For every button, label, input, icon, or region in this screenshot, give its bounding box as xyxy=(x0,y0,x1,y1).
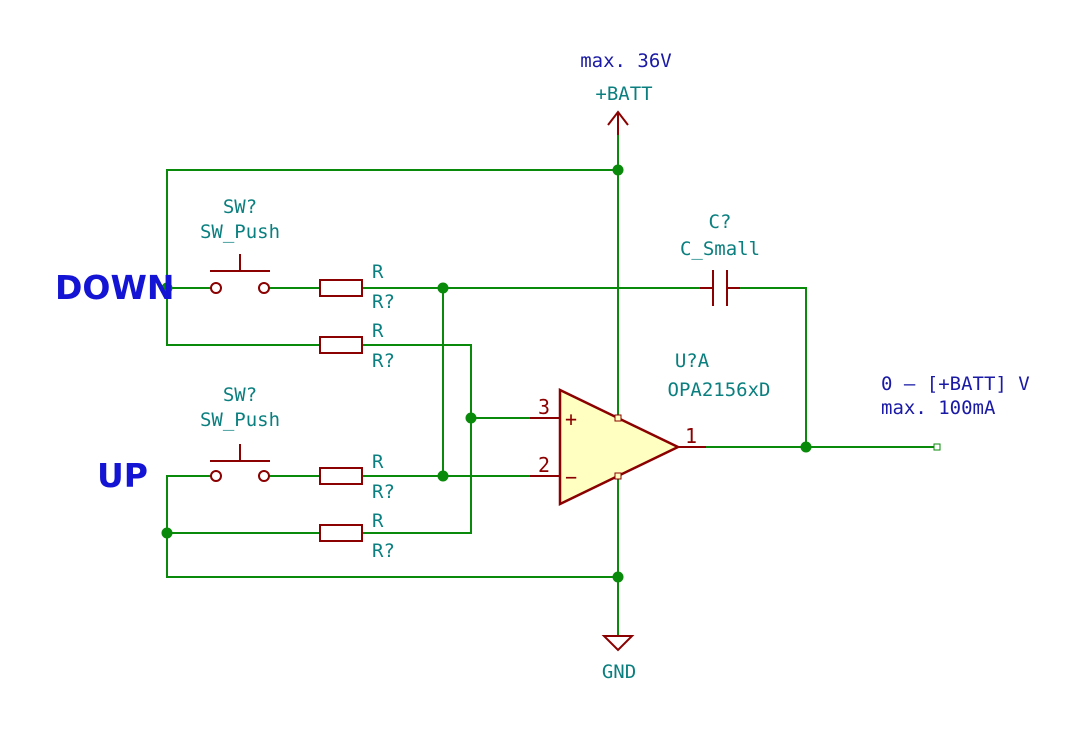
junction-dot xyxy=(612,164,624,176)
pin-number: 2 xyxy=(538,453,550,477)
switch-value: SW_Push xyxy=(200,221,280,243)
gnd-label: GND xyxy=(602,661,636,683)
max-voltage-note: max. 36V xyxy=(580,50,672,72)
junction-dot xyxy=(612,571,624,583)
resistor-value: R xyxy=(372,451,384,473)
gnd-symbol xyxy=(601,635,635,652)
junction-dot xyxy=(437,470,449,482)
opamp-ref: U?A xyxy=(675,350,710,372)
switch-ref: SW? xyxy=(223,196,257,218)
switch-up xyxy=(210,444,270,482)
switch-value: SW_Push xyxy=(200,409,280,431)
minus-sign: − xyxy=(565,465,577,489)
capacitor-value: C_Small xyxy=(680,238,760,260)
resistor-ref: R? xyxy=(372,291,395,313)
switch-down xyxy=(210,254,270,294)
resistor-value: R xyxy=(372,510,384,532)
power-pin-marker xyxy=(614,472,622,480)
capacitor xyxy=(700,270,740,306)
resistor-4 xyxy=(319,524,363,542)
junction-dot xyxy=(437,282,449,294)
resistor-ref: R? xyxy=(372,350,395,372)
opamp xyxy=(530,388,706,506)
junction-dot xyxy=(161,282,173,294)
junction-dot xyxy=(465,412,477,424)
resistor-value: R xyxy=(372,320,384,342)
resistor-2 xyxy=(319,336,363,354)
resistor-3 xyxy=(319,467,363,485)
power-pin-marker xyxy=(614,414,622,422)
resistors xyxy=(319,279,363,542)
switch-ref: SW? xyxy=(223,384,257,406)
wires xyxy=(166,124,936,637)
output-range-note: 0 – [+BATT] V xyxy=(881,373,1030,395)
output-terminal xyxy=(933,443,941,451)
resistor-value: R xyxy=(372,261,384,283)
resistor-1 xyxy=(319,279,363,297)
junction-dot xyxy=(800,441,812,453)
up-net-label: UP xyxy=(97,456,148,495)
junction-dot xyxy=(161,527,173,539)
batt-power-symbol xyxy=(607,110,629,135)
down-net-label: DOWN xyxy=(55,268,174,307)
junctions xyxy=(161,164,812,583)
pin-number: 1 xyxy=(685,424,697,448)
resistor-ref: R? xyxy=(372,540,395,562)
plus-sign: + xyxy=(565,407,577,431)
batt-label: +BATT xyxy=(595,83,652,105)
opamp-value: OPA2156xD xyxy=(668,379,771,401)
output-current-note: max. 100mA xyxy=(881,397,996,419)
pin-number: 3 xyxy=(538,395,550,419)
resistor-ref: R? xyxy=(372,481,395,503)
capacitor-ref: C? xyxy=(709,211,732,233)
